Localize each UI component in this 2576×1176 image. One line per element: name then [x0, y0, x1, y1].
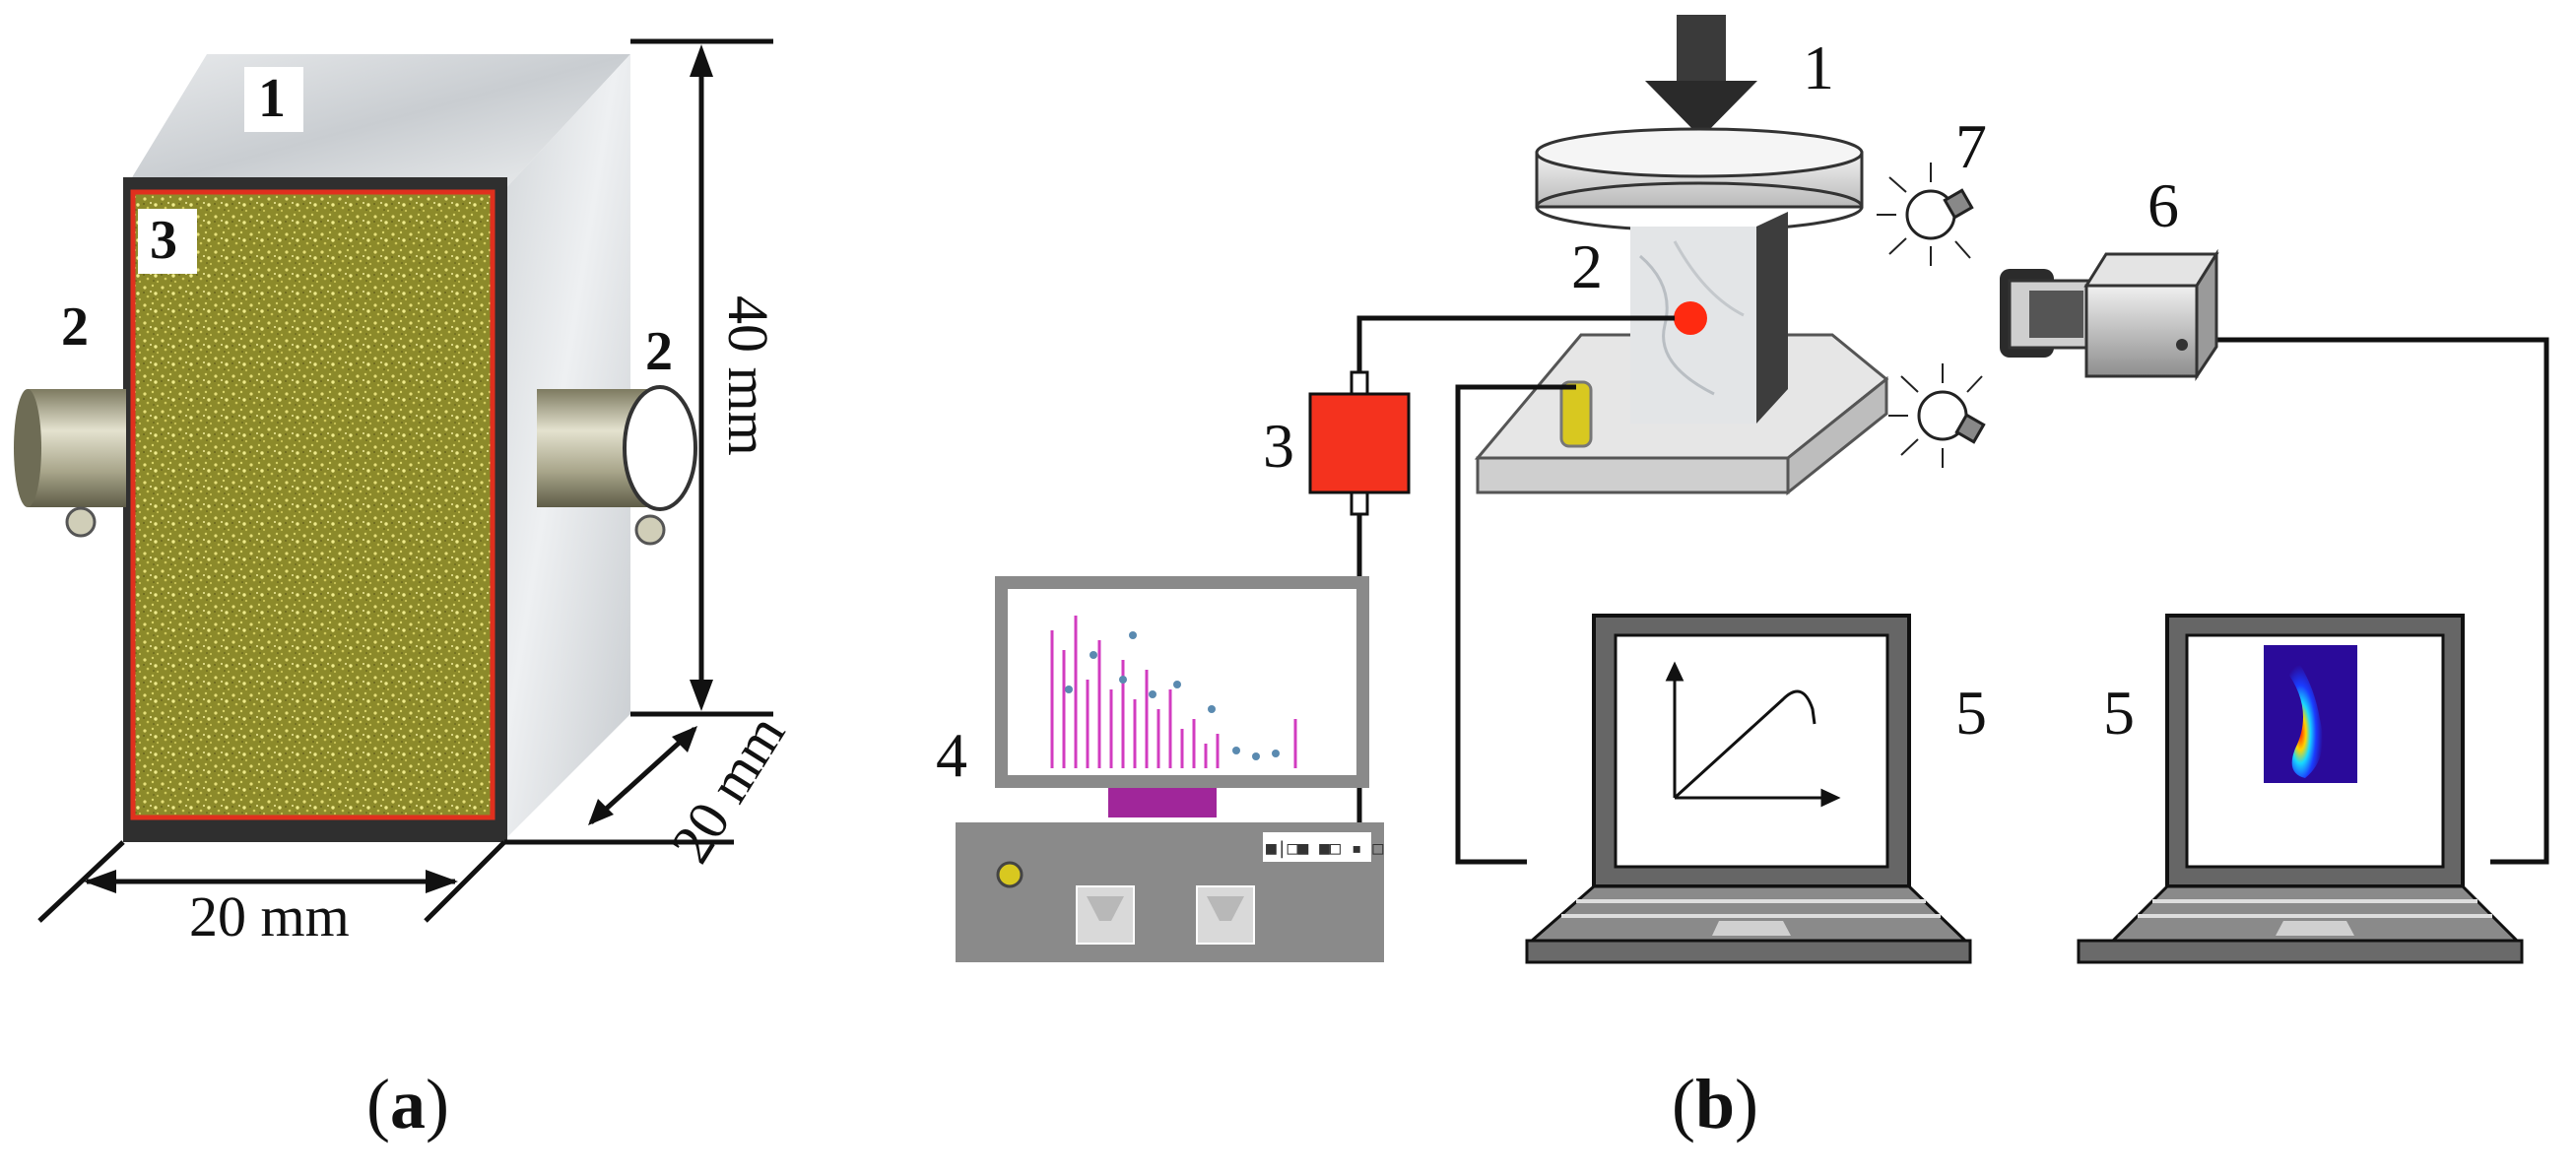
dimension-height: [630, 38, 773, 717]
laptop-left: [1525, 614, 1972, 964]
dim-width-label: 20 mm: [189, 884, 350, 948]
ae-monitor: [995, 576, 1369, 817]
label-laptop-left: 5: [1955, 678, 1987, 748]
stress-strain-curve: [1665, 661, 1841, 808]
dim-height-label: 40 mm: [716, 295, 780, 456]
load-arrow: [1645, 15, 1757, 138]
panel-a: 1 3 2 2 40 mm 20 mm 20 mm: [14, 38, 797, 1143]
label-specimen: 2: [1571, 231, 1603, 301]
monitor-stand: [1108, 788, 1217, 817]
displacement-sensor: [1559, 380, 1593, 448]
light-bulb-top: [1877, 163, 1974, 266]
light-bulb-bottom: [1888, 363, 1986, 468]
preamplifier: [1308, 370, 1411, 516]
dimension-depth: [504, 726, 734, 845]
label-painted-face: 3: [150, 210, 177, 271]
ae-panel-text: ■|□■ ■□ ▪ □: [1266, 838, 1383, 859]
ae-sensor-left: [14, 389, 126, 538]
camera: [2000, 248, 2219, 381]
caption-a: (a): [366, 1065, 449, 1143]
laptop-right: [2077, 614, 2524, 964]
label-sensor-right: 2: [645, 321, 673, 382]
top-platen: [1535, 127, 1864, 232]
label-top-face: 1: [258, 68, 286, 129]
label-camera: 6: [2147, 170, 2179, 240]
specimen-column: [1630, 212, 1788, 424]
caption-b: (b): [1672, 1065, 1758, 1143]
dim-depth-label: 20 mm: [658, 703, 797, 873]
dimension-width: [37, 840, 506, 923]
label-lights: 7: [1955, 111, 1987, 181]
label-load: 1: [1803, 33, 1834, 102]
label-sensor-left: 2: [61, 296, 89, 358]
ae-sensor-dot: [1674, 301, 1707, 335]
label-laptop-right: 5: [2103, 678, 2135, 748]
ae-acquisition-unit: ■|□■ ■□ ▪ □: [956, 822, 1384, 962]
panel-b: 1 2: [936, 15, 2549, 1143]
label-ae-system: 4: [936, 720, 967, 790]
label-amplifier: 3: [1263, 411, 1294, 481]
painted-speckle-region: [130, 189, 495, 820]
ae-sensor-right: [537, 385, 697, 546]
